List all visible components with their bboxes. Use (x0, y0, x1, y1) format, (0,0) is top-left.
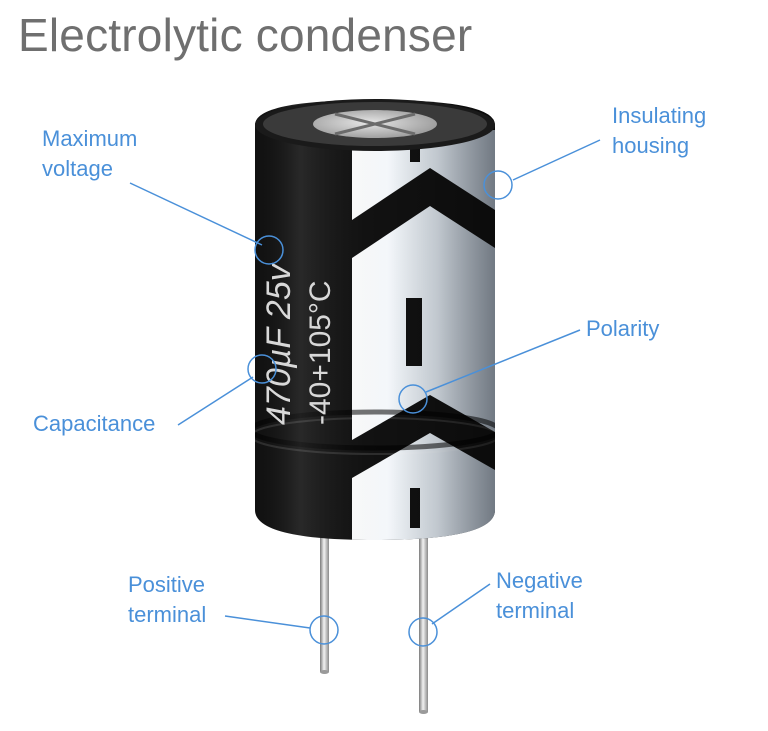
label-line: Insulating (612, 103, 707, 128)
label-line: Polarity (586, 316, 660, 341)
capacitor-top (255, 99, 495, 151)
label-maximum-voltage: Maximum voltage (42, 124, 137, 184)
temperature-marking: -40+105°C (304, 280, 337, 425)
positive-lead (320, 520, 329, 672)
label-line: terminal (128, 602, 207, 627)
label-positive-terminal: Positive terminal (128, 570, 206, 630)
callout-line-insulating-housing (512, 139, 601, 181)
marker-negative-terminal (408, 617, 438, 647)
label-negative-terminal: Negative terminal (496, 566, 583, 626)
capacitor-body (255, 100, 495, 540)
negative-lead (419, 520, 428, 712)
diagram-title: Electrolytic condenser (18, 9, 473, 61)
marker-polarity (398, 384, 428, 414)
callout-lines (129, 139, 601, 647)
capacitance-marking: 470µF 25v (260, 262, 298, 425)
label-line: Negative (496, 568, 583, 593)
label-line: terminal (496, 598, 575, 623)
marker-maximum-voltage (254, 235, 284, 265)
callout-line-maximum-voltage (129, 182, 263, 246)
callout-line-polarity (425, 329, 581, 393)
marker-capacitance (247, 354, 277, 384)
label-line: Maximum (42, 126, 138, 151)
label-capacitance: Capacitance (33, 409, 155, 439)
callout-line-capacitance (177, 376, 254, 426)
label-line: housing (612, 133, 690, 158)
callout-line-positive-terminal (224, 615, 311, 629)
label-polarity: Polarity (586, 314, 659, 344)
label-line: Capacitance (33, 411, 156, 436)
label-line: Positive (128, 572, 206, 597)
callout-line-negative-terminal (431, 583, 491, 625)
label-line: voltage (42, 156, 113, 181)
marker-positive-terminal (309, 615, 339, 645)
marker-insulating-housing (483, 170, 513, 200)
label-insulating-housing: Insulating housing (612, 101, 706, 161)
